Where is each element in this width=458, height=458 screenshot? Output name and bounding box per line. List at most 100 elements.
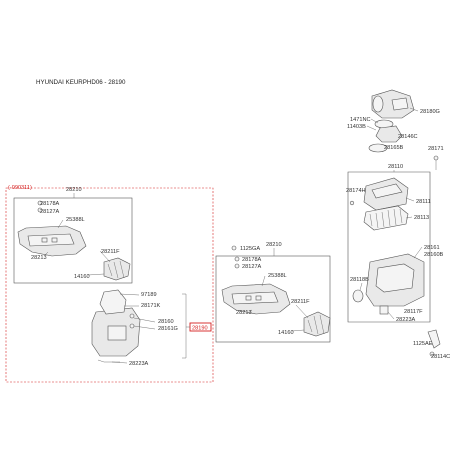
right-callout-11403B: 11403B bbox=[347, 124, 366, 130]
left-bracket-right bbox=[182, 293, 187, 359]
left-leader-8 bbox=[133, 325, 156, 330]
left-filter-slot bbox=[107, 325, 127, 341]
right-leader-1471NC bbox=[370, 118, 379, 124]
center-callout-28213: 28213 bbox=[236, 310, 252, 316]
left-leader-3 bbox=[99, 250, 111, 263]
left-callout-28161G: 28161G bbox=[158, 326, 178, 332]
left-leader-7 bbox=[133, 317, 156, 323]
center-bolt-1125GA bbox=[231, 245, 237, 251]
right-leader-28161 bbox=[413, 246, 423, 259]
right-callout-28110: 28110 bbox=[388, 164, 403, 170]
center-box bbox=[215, 255, 331, 343]
left-leader-4 bbox=[87, 273, 105, 276]
right-bolt-28171 bbox=[433, 155, 439, 161]
center-leader-4 bbox=[291, 329, 305, 332]
left-resonator-hose bbox=[103, 257, 131, 281]
center-callout-28178A: 28178A bbox=[242, 257, 262, 263]
left-clip-a bbox=[37, 200, 43, 206]
right-leader-28118B bbox=[359, 282, 363, 291]
left-leader-5 bbox=[119, 293, 140, 296]
center-callout-14160: 14160 bbox=[278, 330, 294, 336]
right-filter-pleats bbox=[369, 208, 403, 229]
right-maf-connector bbox=[391, 97, 409, 111]
left-callout-28223A: 28223A bbox=[129, 361, 149, 367]
left-callout-28160: 28160 bbox=[158, 319, 174, 325]
right-callout-1471NC: 1471NC bbox=[350, 117, 371, 123]
right-callout-28161: 28161 bbox=[424, 245, 440, 251]
left-callout-97189: 97189 bbox=[141, 292, 157, 298]
right-clip-28174H bbox=[349, 200, 355, 206]
right-leader-28111 bbox=[405, 197, 415, 202]
right-leader-11403B bbox=[366, 125, 377, 131]
right-callout-28146C: 28146C bbox=[398, 134, 418, 140]
center-clip-b bbox=[234, 263, 240, 269]
left-duct-ribs bbox=[27, 233, 75, 247]
right-leader-28180G bbox=[409, 107, 419, 112]
left-leader-9 bbox=[111, 361, 128, 364]
center-duct-slot-b bbox=[255, 295, 262, 301]
highlighted-part-code[interactable]: 28190 bbox=[192, 326, 208, 332]
center-header-code: 28210 bbox=[266, 242, 282, 248]
center-clip-a bbox=[234, 256, 240, 262]
left-variant-note: (-090311) bbox=[8, 185, 32, 191]
center-hose-rib bbox=[307, 314, 325, 335]
right-cover-ridge bbox=[371, 183, 403, 199]
right-callout-28171: 28171 bbox=[428, 146, 444, 152]
left-callout-14160: 14160 bbox=[74, 274, 90, 280]
center-leader-2 bbox=[249, 309, 253, 312]
center-duct-slot-a bbox=[245, 295, 252, 301]
left-header-code: 28210 bbox=[66, 187, 82, 193]
center-leader-1 bbox=[261, 275, 266, 287]
center-leader-3 bbox=[295, 304, 309, 319]
right-leader-28113 bbox=[405, 216, 413, 219]
left-callout-28127A: 28127A bbox=[40, 209, 60, 215]
right-sensor-tube bbox=[375, 125, 403, 143]
left-bolt-a bbox=[129, 313, 135, 319]
right-filter-element bbox=[363, 205, 409, 231]
center-callout-25388L: 25388L bbox=[268, 273, 287, 279]
left-clip-b bbox=[37, 207, 43, 213]
right-callout-28118B: 28118B bbox=[350, 277, 369, 283]
right-callout-28223A: 28223A bbox=[396, 317, 416, 323]
right-callout-28174H: 28174H bbox=[346, 188, 366, 194]
left-callout-25388L: 25388L bbox=[66, 217, 85, 223]
right-group-outline bbox=[347, 171, 431, 323]
right-maf-ring bbox=[372, 95, 384, 113]
right-callout-28165B: 28165B bbox=[384, 145, 404, 151]
right-callout-28117F: 28117F bbox=[404, 309, 423, 315]
left-hose-rib bbox=[107, 260, 125, 279]
left-bolt-b bbox=[129, 323, 135, 329]
left-group-variant-frame bbox=[5, 187, 214, 383]
right-seal-ring bbox=[368, 143, 388, 153]
left-leader-2 bbox=[43, 251, 49, 257]
right-housing-mount bbox=[379, 305, 389, 315]
right-callout-28180G: 28180G bbox=[420, 109, 440, 115]
right-leader-28223A bbox=[387, 311, 395, 320]
left-leader-1 bbox=[57, 219, 64, 229]
right-inlet-grommet bbox=[352, 289, 364, 303]
left-callout-28211F: 28211F bbox=[101, 249, 120, 255]
left-bracket-line bbox=[97, 359, 120, 363]
right-bracket bbox=[427, 329, 441, 349]
right-bracket-bolt bbox=[429, 351, 435, 357]
right-callout-28111: 28111 bbox=[416, 199, 431, 205]
center-callout-28211F: 28211F bbox=[291, 299, 310, 305]
left-callout-28213: 28213 bbox=[31, 255, 47, 261]
center-callout-28127A: 28127A bbox=[242, 264, 262, 270]
right-callout-28160B: 28160B bbox=[424, 252, 444, 258]
left-air-cleaner-top bbox=[99, 289, 127, 315]
right-housing-window bbox=[375, 263, 415, 293]
diagram-title: HYUNDAI KEURPHD06 - 28190 bbox=[36, 79, 126, 86]
left-duct-slot-a bbox=[41, 237, 48, 243]
center-callout-1125GA: 1125GA bbox=[240, 246, 260, 252]
left-callout-28178A: 28178A bbox=[40, 201, 60, 207]
right-callout-28113: 28113 bbox=[414, 215, 429, 221]
right-callout-1125AE: 1125AE bbox=[413, 341, 433, 347]
center-duct-ribs bbox=[231, 291, 279, 305]
left-callout-28171K: 28171K bbox=[141, 303, 161, 309]
left-upper-box bbox=[13, 197, 133, 284]
right-callout-28114C: 28114C bbox=[431, 354, 450, 360]
center-resonator-hose bbox=[303, 311, 331, 337]
left-duct-slot-b bbox=[51, 237, 58, 243]
